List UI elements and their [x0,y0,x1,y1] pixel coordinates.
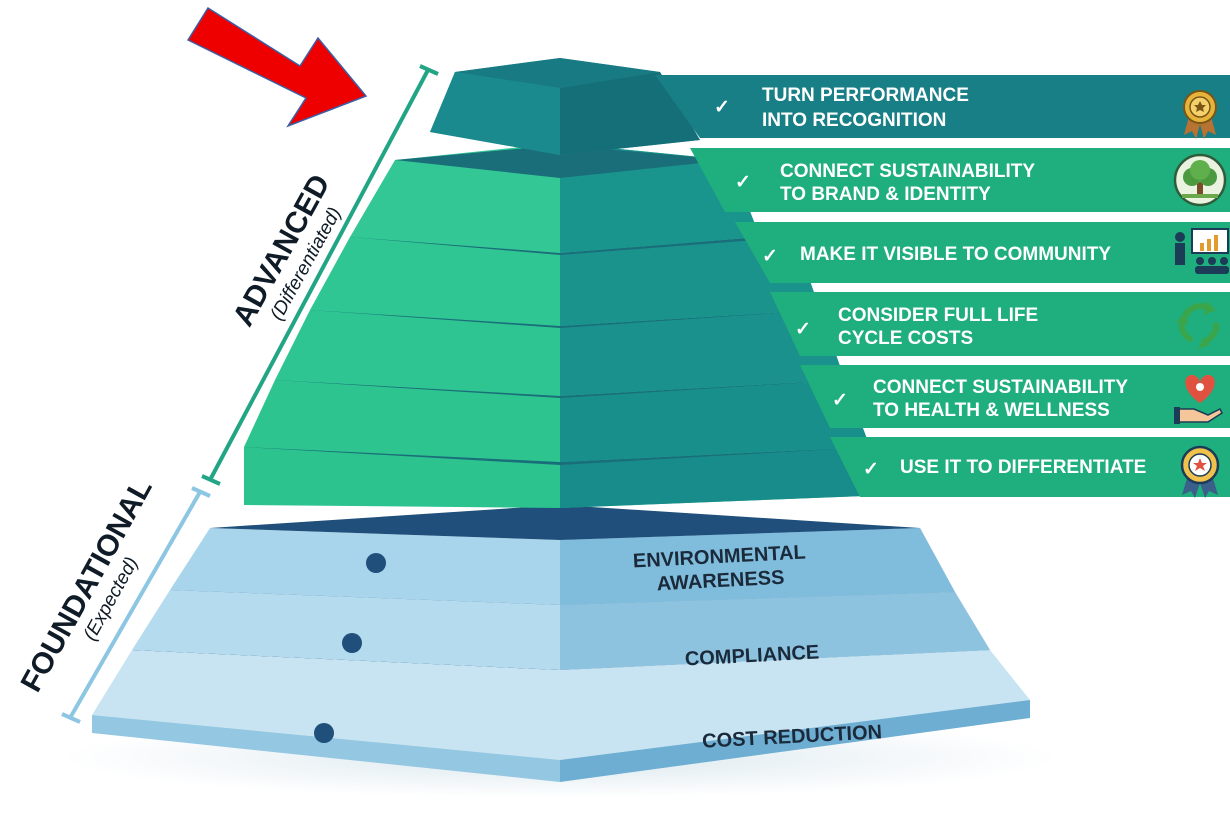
banner-1 [655,75,1230,138]
banner-1-line-2: INTO RECOGNITION [762,110,946,131]
banner-5-line-2: TO HEALTH & WELLNESS [873,400,1110,421]
advanced-layer-4 [275,292,845,396]
banner-3 [735,222,1230,283]
red-arrow-icon [186,6,368,128]
banner-4-line-1: CONSIDER FULL LIFE [838,305,1038,326]
banner-2 [690,148,1230,212]
banner-4 [770,292,1230,356]
banner-4-line-2: CYCLE COSTS [838,328,973,349]
recycle-icon [1176,301,1220,349]
award-badge-icon [1180,445,1220,498]
heart-hand-icon [1174,375,1223,424]
award-ribbon-icon [1183,90,1217,139]
banner-6 [830,437,1230,497]
banner-3-line-1: MAKE IT VISIBLE TO COMMUNITY [800,244,1111,265]
banner-1-check: ✓ [714,97,730,118]
foundational-dot-awareness [366,553,386,573]
banner-6-check: ✓ [863,459,879,480]
banner-5-check: ✓ [832,390,848,411]
banner-2-line-2: TO BRAND & IDENTITY [780,184,991,205]
banner-6-line-1: USE IT TO DIFFERENTIATE [900,457,1146,478]
banner-1-line-1: TURN PERFORMANCE [762,85,969,106]
banner-5 [800,365,1230,428]
presentation-icon [1175,228,1229,274]
banner-2-check: ✓ [735,172,751,193]
banner-2-line-1: CONNECT SUSTAINABILITY [780,161,1035,182]
banner-4-check: ✓ [795,319,811,340]
foundational-bracket [61,486,211,724]
foundational-dot-compliance [342,633,362,653]
advanced-bracket [201,64,439,486]
foundational-layer-awareness [170,505,955,605]
banner-5-line-1: CONNECT SUSTAINABILITY [873,377,1128,398]
advanced-layer-top [430,58,700,155]
banner-3-check: ✓ [762,246,778,267]
foundational-dot-cost-reduction [314,723,334,743]
tree-icon [1173,153,1227,207]
